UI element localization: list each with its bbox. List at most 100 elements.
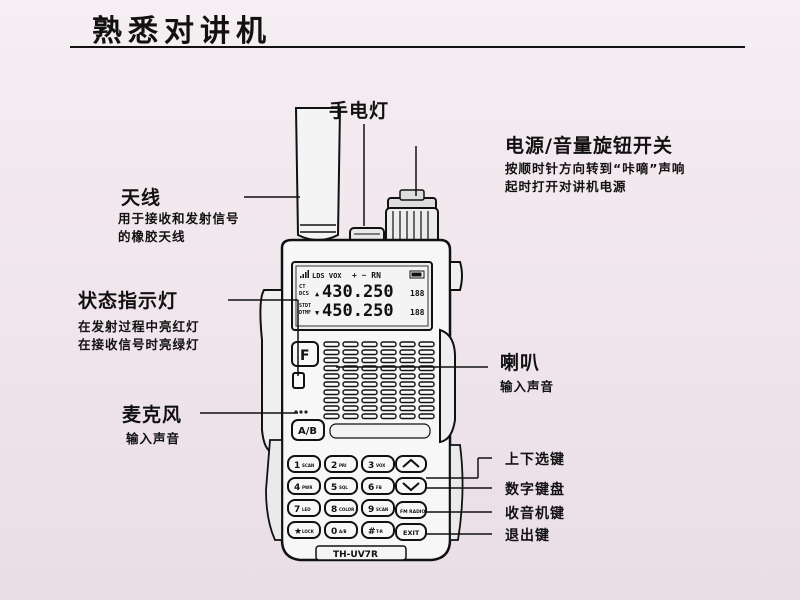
- speaker-slot: [380, 413, 397, 420]
- speaker-slot: [323, 357, 340, 364]
- keypad-key-number: 0: [331, 527, 337, 537]
- label-status-led-desc-2: 在接收信号时亮绿灯: [78, 337, 200, 352]
- label-microphone: 麦克风: [122, 404, 183, 426]
- speaker-slot: [399, 405, 416, 412]
- ab-key[interactable]: A/B: [291, 419, 325, 441]
- keypad-key-function: LOCK: [302, 529, 315, 534]
- keypad-key-function: PWR: [302, 485, 312, 490]
- speaker-slot: [399, 341, 416, 348]
- speaker-slot: [399, 381, 416, 388]
- model-name: TH-UV7R: [333, 550, 378, 560]
- keypad-key-function: VOX: [376, 463, 385, 468]
- keypad-key-number: #: [368, 527, 376, 537]
- fm-radio-key[interactable]: FM RADIO: [395, 501, 427, 519]
- speaker-slot: [380, 389, 397, 396]
- speaker-slot: [380, 397, 397, 404]
- fm-radio-key-label: FM RADIO: [400, 509, 425, 515]
- keypad-key-number: 4: [294, 483, 300, 493]
- speaker-slot: [323, 373, 340, 380]
- label-antenna-desc-1: 用于接收和发射信号: [118, 211, 240, 226]
- speaker-slot: [380, 357, 397, 364]
- keypad-key-function: SQL: [339, 485, 348, 490]
- speaker-slot: [418, 341, 435, 348]
- keypad-key-function: PRI: [339, 463, 347, 468]
- keypad-key-function: SCAN: [302, 463, 314, 468]
- label-flashlight: 手电灯: [329, 100, 390, 122]
- title-underline: [70, 46, 745, 48]
- label-keypad: 数字键盘: [505, 482, 565, 498]
- keypad-key-function: T-R: [376, 529, 383, 534]
- exit-key[interactable]: EXIT: [395, 523, 427, 541]
- speaker-slot: [361, 349, 378, 356]
- speaker-slot: [380, 373, 397, 380]
- lcd-line1-tag-dcs: DCS: [299, 291, 309, 297]
- keypad-top-bezel: [329, 423, 431, 439]
- up-key[interactable]: [395, 455, 427, 473]
- keypad-key-function: A/B: [339, 529, 347, 534]
- keypad-key[interactable]: ★LOCK: [287, 521, 321, 539]
- speaker-slot: [418, 349, 435, 356]
- keypad-key-number: 3: [368, 461, 374, 471]
- speaker-slot: [361, 341, 378, 348]
- speaker-slot: [418, 373, 435, 380]
- lcd-line2-tag-dtmf: DTMF: [299, 310, 311, 316]
- speaker-slot: [418, 413, 435, 420]
- f-key-label: F: [300, 348, 310, 364]
- keypad-key-number: 5: [331, 483, 337, 493]
- speaker-slot: [380, 405, 397, 412]
- lcd-line2-frequency: 450.250: [322, 301, 394, 321]
- keypad-key-number: ★: [294, 527, 302, 537]
- keypad-key-number: 1: [294, 461, 300, 471]
- speaker-slot: [323, 413, 340, 420]
- speaker-slot: [418, 397, 435, 404]
- speaker-slot: [323, 381, 340, 388]
- label-power-knob: 电源/音量旋钮开关: [505, 135, 673, 157]
- speaker-slot: [399, 373, 416, 380]
- speaker-slot: [323, 349, 340, 356]
- keypad-key-number: 6: [368, 483, 374, 493]
- speaker-slot: [361, 397, 378, 404]
- down-key[interactable]: [395, 477, 427, 495]
- lcd-line2-tag-stdt: STDT: [299, 303, 311, 309]
- speaker-slot: [361, 413, 378, 420]
- antenna: [294, 107, 342, 241]
- label-speaker-desc: 输入声音: [500, 379, 555, 394]
- lcd-line1-channel: 188: [410, 289, 425, 298]
- speaker-slot: [399, 389, 416, 396]
- exit-key-label: EXIT: [403, 529, 420, 537]
- power-volume-knob[interactable]: [385, 189, 439, 245]
- keypad-key-function: SCAN: [376, 507, 388, 512]
- keypad-key-function: LED: [302, 507, 311, 512]
- label-status-led-desc-1: 在发射过程中亮红灯: [78, 319, 200, 334]
- speaker-slot: [418, 381, 435, 388]
- speaker-slot: [399, 349, 416, 356]
- speaker-slot: [323, 365, 340, 372]
- f-key[interactable]: F: [291, 341, 319, 367]
- label-antenna-desc-2: 的橡胶天线: [118, 229, 186, 244]
- speaker-slot: [380, 349, 397, 356]
- label-status-led: 状态指示灯: [78, 290, 179, 312]
- speaker-slot: [418, 389, 435, 396]
- speaker-slot: [399, 357, 416, 364]
- label-exit-key: 退出键: [505, 528, 550, 544]
- speaker-slot: [342, 349, 359, 356]
- label-speaker: 喇叭: [500, 352, 541, 374]
- label-antenna: 天线: [121, 187, 162, 209]
- speaker-slot: [361, 357, 378, 364]
- keypad-key-number: 9: [368, 505, 374, 515]
- keypad-key[interactable]: #T-R: [361, 521, 395, 539]
- ab-key-label: A/B: [298, 426, 317, 437]
- speaker-slot: [323, 397, 340, 404]
- speaker-slot: [342, 341, 359, 348]
